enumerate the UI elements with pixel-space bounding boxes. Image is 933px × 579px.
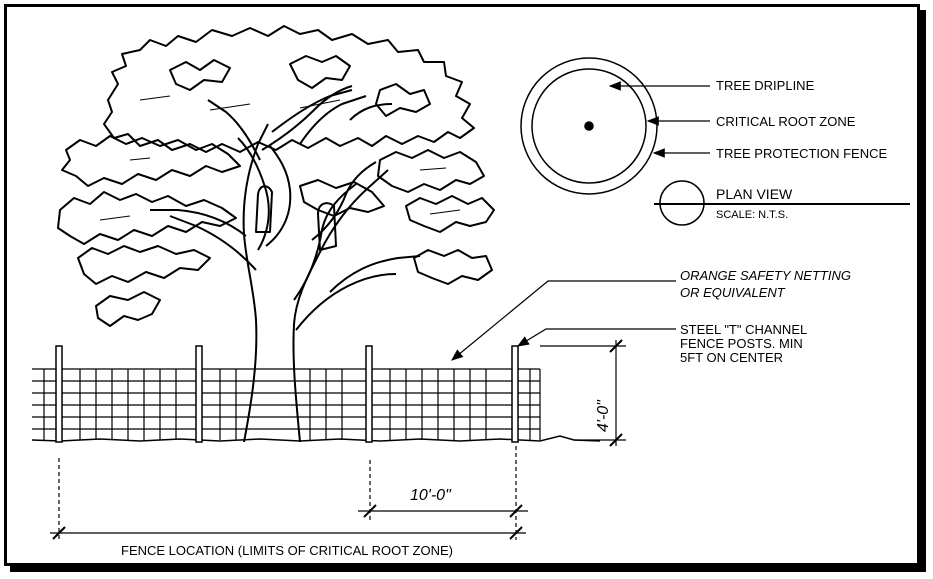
spacing-dimension-label: 10'-0"	[410, 487, 452, 504]
fence-location-dimension	[50, 458, 526, 540]
note-posts-line3: 5FT ON CENTER	[680, 350, 783, 365]
fence-post	[55, 345, 63, 443]
plan-view-symbol	[520, 57, 658, 195]
fence-post	[365, 345, 373, 443]
note-netting-line1: ORANGE SAFETY NETTING	[680, 268, 851, 283]
label-critical-root-zone: CRITICAL ROOT ZONE	[716, 114, 856, 129]
tree-trunk	[150, 85, 421, 443]
note-posts-line1: STEEL "T" CHANNEL	[680, 322, 807, 337]
ground-line	[31, 435, 601, 442]
border-shadow-right	[920, 10, 926, 571]
fence-post	[195, 345, 203, 443]
leader-posts	[516, 328, 676, 347]
note-netting-line2: OR EQUIVALENT	[680, 285, 786, 300]
plan-view-scale: SCALE: N.T.S.	[716, 209, 788, 221]
label-tree-protection-fence: TREE PROTECTION FENCE	[716, 146, 888, 161]
leader-netting	[451, 280, 676, 361]
fence-posts	[55, 345, 519, 443]
note-posts-line2: FENCE POSTS. MIN	[680, 336, 803, 351]
plan-view-title: PLAN VIEW	[716, 186, 793, 202]
border-shadow-bottom	[10, 566, 926, 572]
label-tree-dripline: TREE DRIPLINE	[716, 78, 815, 93]
fence-netting	[32, 368, 541, 440]
tree-canopy	[57, 25, 495, 327]
height-dimension	[540, 339, 626, 447]
fence-post	[511, 345, 519, 443]
height-dimension-label: 4'-0"	[595, 399, 612, 432]
drawing-border	[4, 4, 920, 566]
fence-location-label: FENCE LOCATION (LIMITS OF CRITICAL ROOT …	[121, 543, 453, 558]
spacing-dimension	[358, 446, 528, 540]
